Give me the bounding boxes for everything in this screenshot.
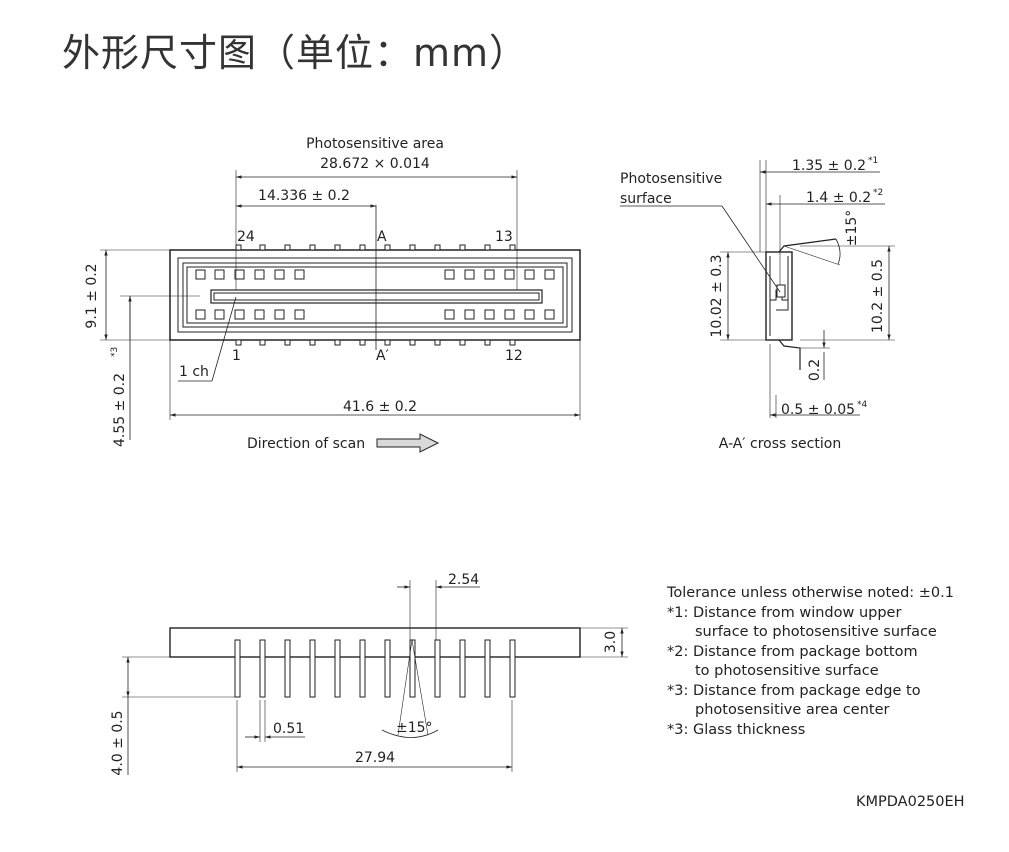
lead-width-dim: 0.51 [273,721,304,737]
height-right-dim: 10.2 ± 0.5 [870,259,886,333]
lead-offset-dim: 0.2 [807,359,823,381]
pad-row-top [195,269,555,280]
length-dim: 41.6 ± 0.2 [343,399,417,415]
pin-label-12: 12 [505,348,523,364]
scan-direction-label: Direction of scan [247,436,365,452]
channel-label: 1 ch [179,364,209,380]
span-dim: 27.94 [355,750,395,766]
pin-stubs [235,244,516,346]
dim-window: 1.35 ± 0.2 [792,158,866,174]
pad-row-bottom [195,309,555,320]
note-1b: surface to photosensitive surface [695,624,937,640]
note-2b: to photosensitive surface [695,663,879,679]
side-angle: ±15° [396,720,433,736]
dim-bottom: 1.4 ± 0.2 [806,190,871,206]
offset-note: *3 [110,347,120,357]
note-3b: photosensitive area center [695,702,890,718]
section-label-a: A [377,229,387,245]
page-title: 外形尺寸图（单位：mm） [62,31,529,75]
note-4: *3: Glass thickness [667,721,806,738]
glass-note: *4 [857,400,868,410]
photosensitive-area-dim: 28.672 × 0.014 [320,156,430,172]
scan-arrow [376,433,440,453]
package-outline [169,249,581,341]
side-view [122,580,628,775]
dim-window-note: *1 [868,156,878,166]
photosensitive-strip [210,289,543,304]
glass-dim: 0.5 ± 0.05 [781,402,855,418]
lead-length-dim: 4.0 ± 0.5 [110,710,126,775]
dim-bottom-note: *2 [873,188,883,198]
side-package-body [169,627,581,658]
tolerance-notes: Tolerance unless otherwise noted: ±0.1 *… [667,584,954,740]
section-label-a-prime: A′ [376,348,389,364]
photosensitive-area-label: Photosensitive area [306,136,444,152]
note-2a: *2: Distance from package bottom [667,643,918,660]
surface-label-line1: Photosensitive [620,171,722,187]
note-3a: *3: Distance from package edge to [667,682,921,699]
height-dim: 9.1 ± 0.2 [84,263,100,328]
pitch-dim: 2.54 [448,572,479,588]
offset-dim: 4.55 ± 0.2 [112,373,128,447]
surface-label-line2: surface [620,191,672,207]
cross-section-caption: A-A′ cross section [719,436,841,452]
thickness-dim: 3.0 [603,631,619,653]
side-leads [234,639,516,698]
pin-label-13: 13 [495,229,513,245]
pin-label-1: 1 [232,348,241,364]
half-width-dim: 14.336 ± 0.2 [258,188,350,204]
height-left-dim: 10.02 ± 0.3 [709,255,725,338]
note-tolerance: Tolerance unless otherwise noted: ±0.1 [667,585,954,601]
cross-section-view [620,160,895,418]
drawing-code: KMPDA0250EH [856,794,965,810]
note-1a: *1: Distance from window upper [667,604,902,621]
pin-label-24: 24 [237,229,255,245]
cross-section-angle: ±15° [844,210,860,247]
top-view [100,170,581,453]
